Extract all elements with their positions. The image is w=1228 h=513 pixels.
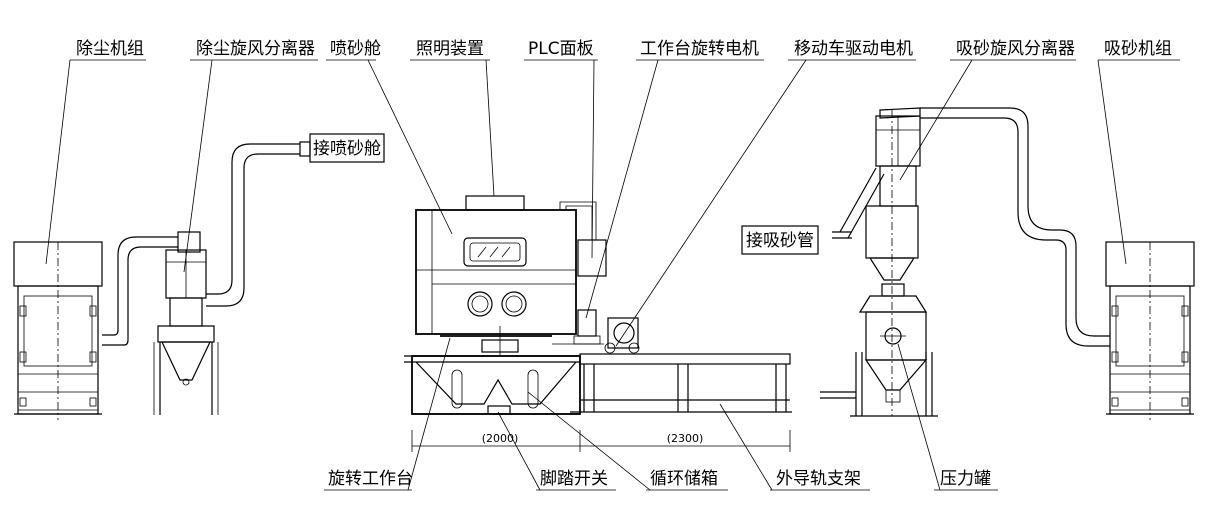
blast-cabin	[404, 195, 607, 415]
suction-inlet-pipe	[832, 167, 885, 239]
table-motor-label: 工作台旋转电机	[640, 39, 759, 59]
outer-rail-support	[570, 353, 792, 413]
recycle-tank-label: 循环储箱	[650, 469, 718, 489]
dust-cyclone-label: 除尘旋风分离器	[196, 39, 315, 59]
rail-length-dimension: (2300)	[667, 432, 704, 445]
to-suction-pipe-box	[741, 225, 819, 255]
pressure-tank-label: 压力罐	[940, 469, 991, 489]
blast-cabin-label: 喷砂舱	[330, 39, 381, 59]
blast-cabin-pipe	[206, 141, 311, 307]
dust-pipe	[102, 236, 178, 346]
plc-panel-label: PLC面板	[528, 39, 594, 59]
table-rotation-motor	[552, 309, 604, 345]
outer-rail-label: 外导轨支架	[776, 469, 861, 489]
to-blast-cabin-box	[309, 133, 385, 163]
suction-cyclone-separator	[865, 107, 921, 416]
dimension-line	[411, 430, 791, 452]
rotary-table-label: 旋转工作台	[328, 469, 413, 489]
cart-motor-label: 移动车驱动电机	[794, 39, 913, 59]
to-blast-cabin-label: 接喷砂舱	[313, 139, 381, 159]
suction-unit	[1105, 241, 1195, 420]
bottom-labels: 旋转工作台 脚踏开关 循环储箱 外导轨支架 压力罐	[324, 337, 998, 491]
cabin-length-dimension: (2000)	[482, 432, 519, 445]
dust-collector-unit	[13, 241, 103, 420]
foot-switch-label: 脚踏开关	[540, 469, 608, 489]
dust-cyclone-separator	[153, 231, 219, 415]
to-suction-pipe-label: 接吸砂管	[746, 231, 814, 251]
pressure-tank	[820, 283, 938, 417]
cart-drive-motor	[604, 317, 640, 354]
suction-cyclone-label: 吸砂旋风分离器	[956, 39, 1075, 59]
dust-unit-label: 除尘机组	[76, 39, 144, 59]
suction-unit-label: 吸砂机组	[1104, 39, 1172, 59]
suction-top-pipe	[920, 107, 1110, 347]
lighting-label: 照明装置	[416, 39, 484, 59]
top-labels: 除尘机组 除尘旋风分离器 喷砂舱 照明装置 PLC面板 工作台旋转电机 移动车驱…	[45, 39, 1180, 347]
